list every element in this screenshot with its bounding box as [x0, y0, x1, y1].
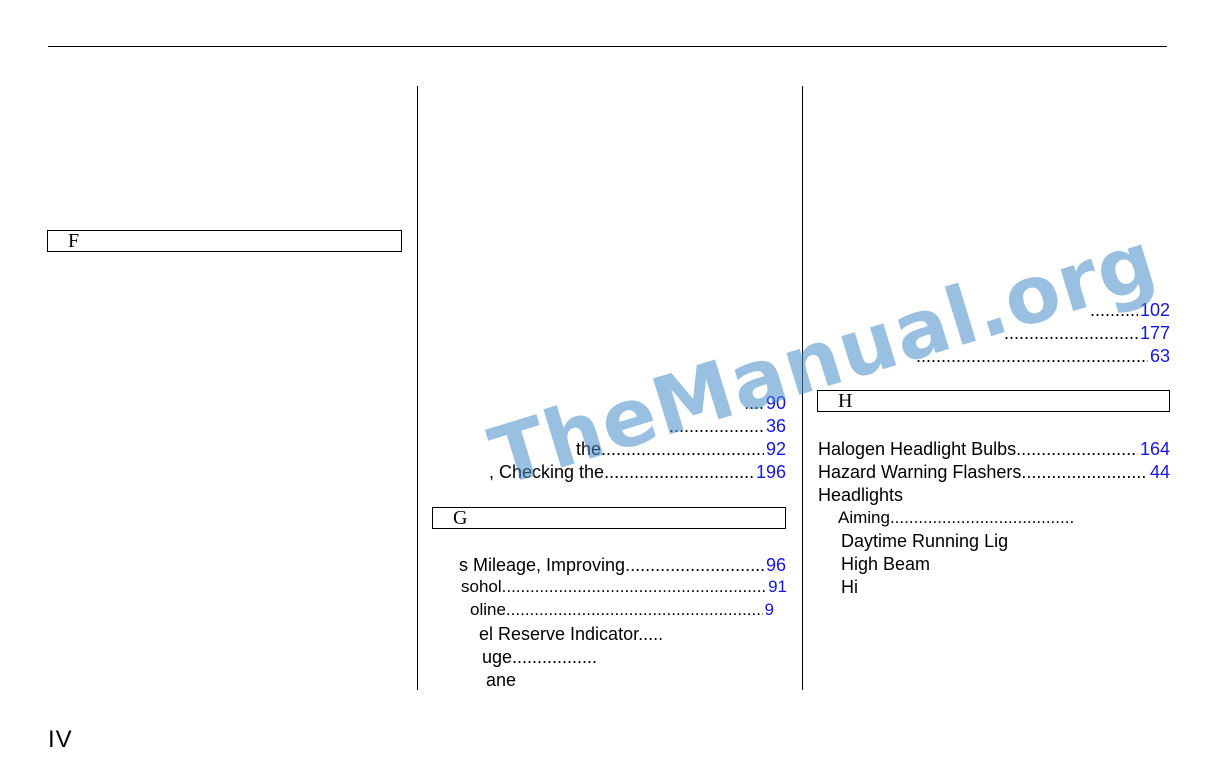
page-number: IV	[48, 726, 73, 753]
page-link[interactable]: 63	[1149, 346, 1170, 366]
leader-dots	[625, 554, 764, 576]
leader-dots	[916, 345, 1148, 367]
index-entry-partial: Aiming..................................…	[838, 508, 1075, 527]
page-link[interactable]: 91	[768, 577, 787, 596]
index-entry[interactable]: Halogen Headlight Bulbs 164	[818, 438, 1170, 460]
page-link[interactable]: 90	[765, 393, 786, 413]
leader-dots	[506, 599, 763, 621]
index-entry[interactable]: Hazard Warning Flashers 44	[818, 461, 1170, 483]
section-header-h: H	[817, 390, 1170, 412]
leader-dots	[1090, 299, 1138, 321]
index-entry[interactable]: the 92	[576, 438, 786, 460]
top-rule	[48, 46, 1167, 47]
entry-label: Halogen Headlight Bulbs	[818, 439, 1017, 459]
page-link[interactable]: 36	[765, 416, 786, 436]
leader-dots	[601, 438, 764, 460]
column-divider-2	[802, 86, 803, 690]
index-subentry: Hi	[841, 577, 858, 597]
index-entry[interactable]: s Mileage, Improving 96	[459, 554, 786, 576]
index-entry[interactable]: oline 9	[470, 599, 774, 621]
leader-dots	[502, 576, 766, 598]
leader-dots	[1021, 461, 1148, 483]
index-entry[interactable]: 177	[1004, 322, 1170, 344]
page-link[interactable]: 96	[765, 555, 786, 575]
leader-dots	[670, 415, 764, 437]
page-link[interactable]: 9	[764, 600, 774, 619]
leader-dots	[604, 461, 754, 483]
index-subentry: High Beam	[841, 554, 931, 574]
page-link[interactable]: 92	[765, 439, 786, 459]
entry-label: , Checking the	[489, 462, 605, 482]
index-subentry: Daytime Running Lig	[841, 531, 1009, 551]
index-entry[interactable]: 102	[1090, 299, 1170, 321]
page-link[interactable]: 102	[1139, 300, 1170, 320]
index-entry[interactable]: sohol 91	[461, 576, 787, 598]
section-letter-h: H	[838, 390, 853, 412]
index-entry-partial: uge.................	[482, 647, 598, 667]
column-divider-1	[417, 86, 418, 690]
index-entry-partial: ane	[486, 670, 517, 690]
index-entry-partial: el Reserve Indicator.....	[479, 624, 664, 644]
page-link[interactable]: 44	[1149, 462, 1170, 482]
index-entry[interactable]: 90	[440, 392, 786, 414]
entry-label: Hazard Warning Flashers	[818, 462, 1022, 482]
page-link[interactable]: 164	[1139, 439, 1170, 459]
page-link[interactable]: 196	[755, 462, 786, 482]
entry-label: s Mileage, Improving	[459, 555, 626, 575]
section-header-f: F	[47, 230, 402, 252]
entry-label: oline	[470, 600, 506, 619]
leader-dots	[1016, 438, 1138, 460]
index-entry[interactable]: 36	[440, 415, 786, 437]
entry-label: sohol	[461, 577, 502, 596]
index-entry[interactable]: 63	[916, 345, 1170, 367]
section-letter-f: F	[68, 230, 80, 252]
leader-dots	[1004, 322, 1138, 344]
section-header-g: G	[432, 507, 786, 529]
entry-label: the	[576, 439, 602, 459]
index-entry[interactable]: , Checking the 196	[489, 461, 786, 483]
index-heading-headlights: Headlights	[818, 485, 904, 505]
section-letter-g: G	[453, 507, 468, 529]
page-link[interactable]: 177	[1139, 323, 1170, 343]
leader-dots	[746, 392, 764, 414]
